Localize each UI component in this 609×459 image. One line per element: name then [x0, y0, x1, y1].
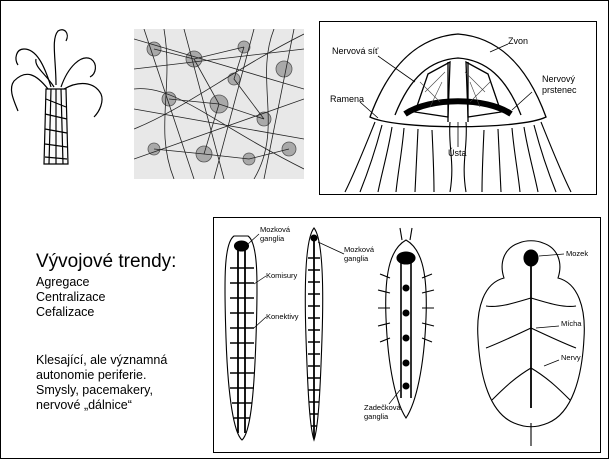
nervous-system-evolution-diagram: Mozková ganglia Komisury Konektivy Mozko…: [214, 218, 600, 452]
trend-item: Agregace: [36, 275, 105, 290]
jellyfish-diagram-frame: Nervová síť Zvon Nervový prstenec Ramena…: [319, 21, 597, 195]
label-brain: Mozek: [566, 249, 588, 258]
label-nerve-net: Nervová síť: [332, 46, 379, 56]
label-abdominal-ganglia-a: Zadečková: [364, 403, 402, 412]
flatworm-figure: [225, 236, 257, 440]
label-nerve-ring-2: prstenec: [542, 85, 577, 95]
paragraph-line: nervové „dálnice“: [36, 398, 167, 413]
label-brain-ganglia-2a: Mozková: [344, 245, 375, 254]
label-commissures: Komisury: [266, 271, 298, 280]
trends-list: Agregace Centralizace Cefalizace: [36, 275, 105, 320]
trend-item: Cefalizace: [36, 305, 105, 320]
label-arms: Ramena: [330, 94, 364, 104]
label-spinal-cord: Mícha: [561, 319, 582, 328]
label-brain-ganglia-2b: ganglia: [344, 254, 369, 263]
jellyfish-diagram: Nervová síť Zvon Nervový prstenec Ramena…: [320, 22, 596, 194]
label-brain-ganglia-1a: Mozková: [260, 225, 291, 234]
trends-paragraph: Klesající, ale významná autonomie perife…: [36, 353, 167, 413]
annelid-figure: [305, 228, 322, 440]
nervous-system-evolution-frame: Mozková ganglia Komisury Konektivy Mozko…: [213, 217, 601, 453]
label-connectives: Konektivy: [266, 312, 299, 321]
paragraph-line: Smysly, pacemakery,: [36, 383, 167, 398]
label-mouth: Ústa: [448, 148, 467, 158]
label-bell: Zvon: [508, 36, 528, 46]
trend-item: Centralizace: [36, 290, 105, 305]
label-nerves: Nervy: [561, 353, 581, 362]
arthropod-figure: [378, 228, 434, 418]
label-nerve-ring-1: Nervový: [542, 74, 576, 84]
trends-heading: Vývojové trendy:: [36, 251, 176, 273]
vertebrate-figure: [478, 241, 585, 446]
label-abdominal-ganglia-b: ganglia: [364, 412, 389, 421]
paragraph-line: Klesající, ale významná: [36, 353, 167, 368]
paragraph-line: autonomie periferie.: [36, 368, 167, 383]
nerve-net-micrograph: [134, 29, 304, 179]
label-brain-ganglia-1b: ganglia: [260, 234, 285, 243]
hydra-illustration: [6, 19, 106, 169]
